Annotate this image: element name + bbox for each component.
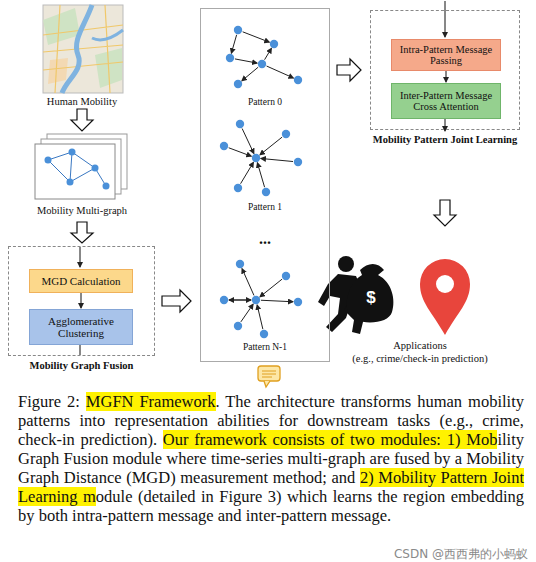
- pattern-dot: [270, 40, 278, 48]
- pattern-edge: [229, 148, 252, 156]
- pattern-edge: [260, 137, 282, 155]
- pattern-graphs: [220, 26, 302, 338]
- pattern-label: Pattern 1: [201, 202, 329, 212]
- pattern-edge: [265, 48, 272, 59]
- pattern-edge: [229, 300, 251, 301]
- pattern-edge: [267, 66, 294, 78]
- money-symbol: $: [366, 288, 375, 308]
- pattern-dot: [234, 184, 242, 192]
- application-label: Applications: [393, 340, 447, 351]
- pattern-dot: [260, 330, 268, 338]
- box-label: Agglomerative Clustering: [34, 315, 128, 339]
- application-label: (e.g., crime/check-in prediction): [352, 353, 488, 364]
- pattern-label: ...: [201, 230, 329, 248]
- watermark: CSDN @西西弗的小蚂蚁: [392, 546, 530, 562]
- box-label: MGD Calculation: [41, 275, 120, 287]
- pattern-dot: [220, 296, 228, 304]
- pattern-edge: [243, 32, 270, 42]
- pattern-edge: [229, 300, 251, 301]
- pattern-edge: [242, 269, 254, 296]
- process-box: Inter-Pattern Message Cross Attention: [391, 83, 501, 119]
- flow-arrow: [71, 109, 93, 131]
- comment-icon: [258, 366, 280, 387]
- pattern-dot: [234, 26, 242, 34]
- pattern-dot: [252, 154, 260, 162]
- map-image: [43, 5, 123, 93]
- pattern-dot: [258, 60, 266, 68]
- pattern-dot: [226, 54, 234, 62]
- flow-arrow: [434, 200, 456, 226]
- inner-arrow: [80, 345, 81, 355]
- pattern-dot: [282, 130, 290, 138]
- pattern-dot: [282, 272, 290, 280]
- pattern-dot: [236, 260, 244, 268]
- highlight: MGFN Framework: [86, 392, 216, 411]
- process-box: Intra-Pattern Message Passing: [391, 39, 501, 71]
- figure-caption: Figure 2: MGFN Framework. The architectu…: [18, 392, 524, 525]
- dashed-module-box: Mobility Pattern Joint LearningIntra-Pat…: [370, 10, 520, 130]
- pattern-edge: [231, 35, 236, 53]
- pattern-dot: [220, 142, 228, 150]
- pattern-edge: [241, 304, 253, 322]
- pattern-edge: [261, 300, 293, 302]
- process-box: Agglomerative Clustering: [29, 309, 133, 345]
- pattern-edge: [260, 279, 282, 297]
- connector-arrow: [446, 71, 447, 82]
- pattern-edge: [241, 162, 254, 183]
- process-box: MGD Calculation: [29, 269, 133, 293]
- pattern-panel: Pattern 0 Pattern 1... Pattern N-1: [200, 8, 330, 362]
- location-pin-icon: [420, 259, 470, 335]
- pattern-label: Pattern N-1: [201, 342, 329, 352]
- inner-arrow: [80, 247, 81, 267]
- flow-arrow: [162, 290, 191, 312]
- image-caption: Human Mobility: [47, 96, 117, 107]
- pattern-dot: [236, 120, 244, 128]
- pattern-label: Pattern 0: [201, 97, 329, 107]
- pattern-edge: [261, 158, 293, 161]
- pattern-dot: [234, 322, 242, 330]
- pattern-dot: [262, 188, 270, 196]
- flow-arrow: [71, 222, 93, 243]
- connector-arrow: [81, 293, 82, 308]
- pattern-edge: [242, 67, 258, 81]
- pattern-dot: [252, 296, 260, 304]
- module-heading: Mobility Graph Fusion: [30, 360, 134, 371]
- inner-arrow: [445, 1, 446, 37]
- pattern-edge: [235, 59, 257, 63]
- image-caption: Mobility Multi-graph: [37, 205, 127, 216]
- pattern-dot: [234, 80, 242, 88]
- pattern-edge: [257, 163, 264, 187]
- pattern-edge: [242, 129, 254, 154]
- module-heading: Mobility Pattern Joint Learning: [373, 134, 517, 145]
- multigraph-image: [35, 134, 127, 199]
- pattern-dot: [294, 298, 302, 306]
- dashed-module-box: Mobility Graph FusionMGD CalculationAggl…: [8, 246, 155, 356]
- box-label: Intra-Pattern Message Passing: [396, 44, 496, 66]
- highlight: Our framework consists of two modules: 1…: [163, 430, 498, 449]
- pattern-dot: [294, 76, 302, 84]
- pattern-edge: [257, 305, 263, 329]
- pattern-dot: [294, 158, 302, 166]
- box-label: Inter-Pattern Message Cross Attention: [396, 90, 496, 112]
- flow-arrow: [337, 59, 361, 81]
- highlight: 2) Mobility Pattern Joint Learning m: [18, 468, 524, 506]
